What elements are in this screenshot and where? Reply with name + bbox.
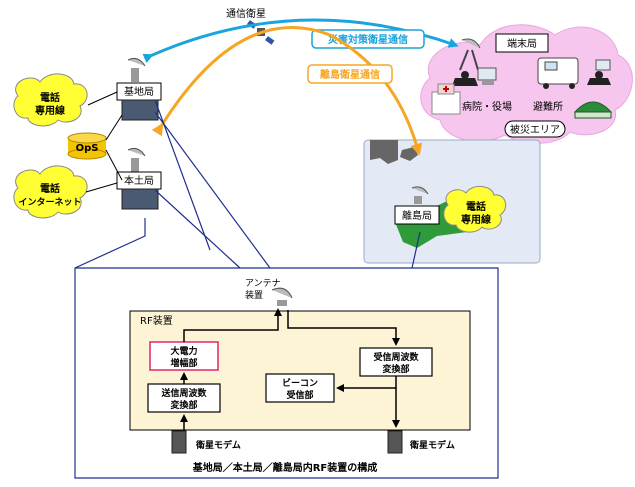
- beacon-line2: 受信部: [286, 389, 313, 401]
- modem-left-label: 衛星モデム: [195, 439, 241, 451]
- dish-antenna-icon: [459, 38, 481, 71]
- modem-left-icon: [171, 430, 187, 454]
- connector-line: [105, 114, 123, 141]
- connector-line: [105, 149, 123, 181]
- modem-right-icon: [387, 430, 403, 454]
- connector-line: [87, 91, 118, 106]
- mainland-dish-icon: [127, 148, 146, 172]
- rx-converter-line2: 変換部: [382, 363, 409, 375]
- phone-dedicated-line1: 電話: [40, 91, 60, 104]
- shelter-label: 避難所: [533, 100, 563, 113]
- island-station-label: 離島局: [402, 209, 432, 222]
- base-station-server-icon: [121, 99, 159, 121]
- computer-icon: [595, 59, 611, 71]
- hpa-line2: 増幅部: [170, 357, 197, 369]
- island-phone-cloud: [443, 186, 507, 233]
- phone-internet-line1: 電話: [40, 182, 60, 195]
- hpa-line1: 大電力: [170, 345, 197, 357]
- rf-antenna-icon: [271, 287, 293, 306]
- antenna-line2: 装置: [245, 289, 263, 301]
- disaster-comm-label: 災害対策衛星通信: [327, 33, 408, 46]
- shelter-building-icon: [573, 101, 613, 119]
- disaster-area-badge: [504, 120, 566, 138]
- base-station-label: 基地局: [124, 85, 154, 98]
- disaster-area: 端末局 病院・役場: [420, 24, 633, 144]
- telephone-icon: [587, 71, 611, 85]
- vehicle-icon: [537, 57, 579, 89]
- ops-label: OpS: [76, 143, 99, 154]
- rf-unit-label: RF装置: [140, 314, 173, 327]
- satellite-label: 通信衛星: [226, 7, 266, 20]
- modem-right-label: 衛星モデム: [409, 439, 455, 451]
- phone-internet-line2: インターネット: [18, 196, 81, 208]
- rf-signal-paths: [180, 308, 400, 430]
- tx-converter-line1: 送信周波数: [160, 387, 207, 399]
- computer-icon: [477, 67, 497, 85]
- phone-internet-cloud: [13, 165, 88, 219]
- terminal-station-box: [495, 33, 549, 53]
- phone-dedicated-cloud: [13, 73, 88, 127]
- beacon-line1: ビーコン: [282, 377, 318, 389]
- beacon-box: [265, 373, 335, 403]
- island-comm-label: 離島衛星通信: [320, 68, 380, 81]
- island-dish-icon: [411, 186, 429, 204]
- phone-dedicated-line2: 専用線: [35, 104, 65, 117]
- island-comm-link: [151, 26, 423, 156]
- ops-database-icon: [67, 132, 107, 160]
- rf-detail-panel: アンテナ 装置 RF装置 大電力 増幅部 送信周波数 変換部 受信周波数 変換部…: [129, 278, 471, 474]
- terminal-station-label: 端末局: [507, 37, 537, 50]
- hospital-label: 病院・役場: [462, 100, 512, 113]
- island-area: 離島局 電話 専用線: [363, 139, 541, 264]
- disaster-area-label: 被災エリア: [510, 123, 560, 136]
- island-phone-line2: 専用線: [461, 213, 491, 226]
- zoom-callout: [74, 99, 499, 479]
- rx-converter-line1: 受信周波数: [373, 351, 419, 363]
- tx-converter-line2: 変換部: [170, 399, 197, 411]
- hospital-building-icon: [431, 83, 461, 115]
- island-comm-label-box: [307, 64, 393, 84]
- connector-line: [85, 182, 118, 193]
- island-phone-line1: 電話: [466, 200, 486, 213]
- tx-converter-box: [147, 383, 221, 413]
- mainland-station-server-icon: [121, 188, 159, 210]
- mainland-station-label: 本土局: [124, 174, 154, 187]
- island-station-box: [394, 205, 440, 225]
- base-station-dish-icon: [127, 58, 146, 82]
- antenna-line1: アンテナ: [245, 278, 281, 289]
- telephone-icon: [452, 71, 478, 86]
- disaster-comm-label-box: [311, 29, 425, 49]
- rf-caption: 基地局／本土局／離島局内RF装置の構成: [192, 461, 378, 474]
